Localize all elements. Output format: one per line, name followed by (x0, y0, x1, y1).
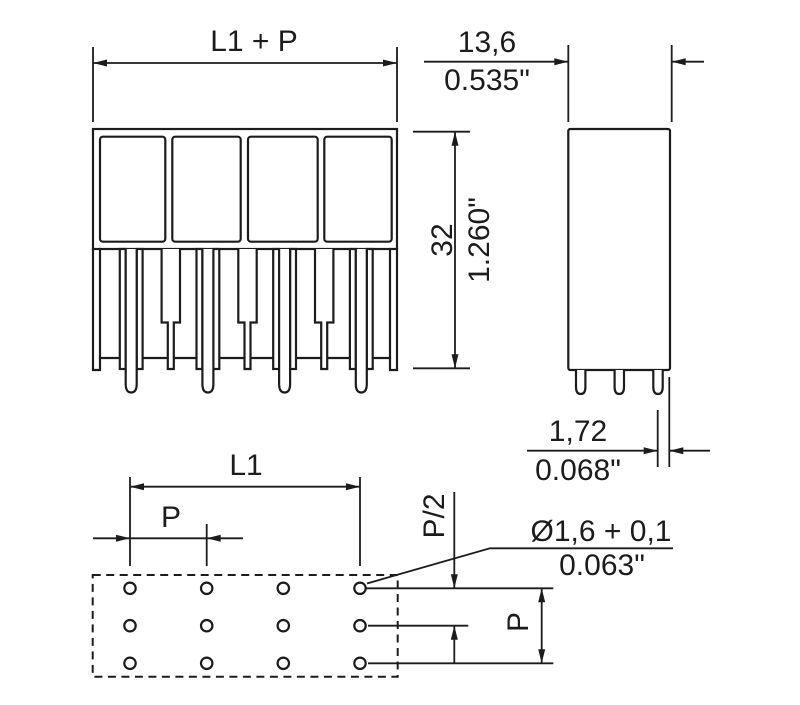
arrowhead-down (538, 649, 546, 664)
solder-pin (124, 249, 138, 394)
pole-opening (171, 135, 242, 243)
arrowhead-left (130, 483, 144, 491)
drill-length-label: L1 (229, 449, 262, 482)
side-width-mm-label: 13,6 (458, 26, 516, 59)
side-body-outline (567, 127, 672, 372)
stepped-pin (160, 249, 182, 371)
pin-offset-inch-label: 0.068" (535, 454, 621, 487)
half-pitch-label: P/2 (418, 493, 451, 538)
solder-pin (201, 249, 215, 394)
row-pitch-label: P (502, 612, 535, 632)
extension-lines (656, 377, 671, 467)
arrowhead-left (669, 447, 684, 455)
drill-hole (276, 656, 291, 671)
drill-hole (199, 656, 214, 671)
solder-pin (613, 370, 626, 396)
pole-opening (246, 135, 319, 243)
dim-pin-offset: 1,72 0.068" (527, 377, 710, 487)
arrowhead-right (346, 483, 360, 491)
height-inch-label: 1.260" (463, 197, 496, 283)
arrowhead-down (451, 354, 459, 369)
side-view (567, 127, 672, 396)
front-body-outline (91, 127, 399, 251)
solder-pin (574, 370, 587, 396)
dim-drill-length: L1 (129, 449, 361, 566)
dim-side-width: 13,6 0.535" (424, 26, 704, 122)
drill-pitch-label: P (161, 501, 181, 534)
left-wall-leg (91, 247, 102, 372)
extension-lines (129, 477, 361, 566)
drill-hole (353, 581, 367, 596)
extension-lines (413, 130, 470, 370)
dim-height: 32 1.260" (413, 130, 496, 370)
arrowhead-right (554, 58, 569, 66)
front-view (91, 127, 399, 394)
arrowhead-left (93, 59, 107, 67)
drill-hole (199, 581, 214, 596)
leader-line (366, 547, 673, 585)
solder-pin (278, 249, 292, 394)
dim-front-width: L1 + P (92, 25, 398, 122)
arrowhead-right (383, 59, 397, 67)
dim-half-pitch: P/2 (418, 492, 458, 664)
dim-row-pitch: P (502, 588, 546, 664)
hole-diameter-mm-label: Ø1,6 + 0,1 (531, 515, 672, 548)
pole-opening (323, 135, 393, 243)
drill-hole (123, 618, 137, 633)
front-width-label: L1 + P (210, 25, 298, 58)
stepped-pin (237, 249, 258, 371)
arrowhead-up (451, 131, 459, 146)
stepped-pin (313, 249, 335, 371)
height-mm-label: 32 (426, 223, 459, 256)
dim-drill-pitch: P (93, 501, 243, 566)
side-width-inch-label: 0.535" (444, 64, 530, 97)
hole-diameter-callout: Ø1,6 + 0,1 0.063" (366, 515, 673, 585)
arrowhead-right (643, 447, 658, 455)
drill-hole (276, 618, 291, 633)
pcb-outline-dashed (91, 574, 399, 678)
arrowhead-down (450, 574, 458, 589)
arrowhead-up (450, 625, 458, 640)
drill-hole (199, 618, 214, 633)
solder-pin (354, 249, 368, 394)
arrowhead-up (538, 588, 546, 603)
arrowhead-left (206, 534, 221, 542)
pin-offset-mm-label: 1,72 (549, 415, 607, 448)
drill-hole (353, 618, 367, 633)
drill-hole (123, 656, 137, 671)
extension-lines (567, 45, 673, 122)
drill-plan (91, 574, 554, 678)
right-wall-leg (388, 247, 399, 372)
extension-lines (92, 47, 398, 122)
drill-hole (353, 656, 367, 671)
arrowhead-left (671, 58, 686, 66)
drill-hole (123, 581, 137, 596)
drill-hole (276, 581, 291, 596)
arrowhead-right (116, 534, 130, 542)
pole-opening (98, 135, 167, 243)
solder-pin (652, 370, 664, 396)
hole-diameter-inch-label: 0.063" (559, 549, 645, 582)
